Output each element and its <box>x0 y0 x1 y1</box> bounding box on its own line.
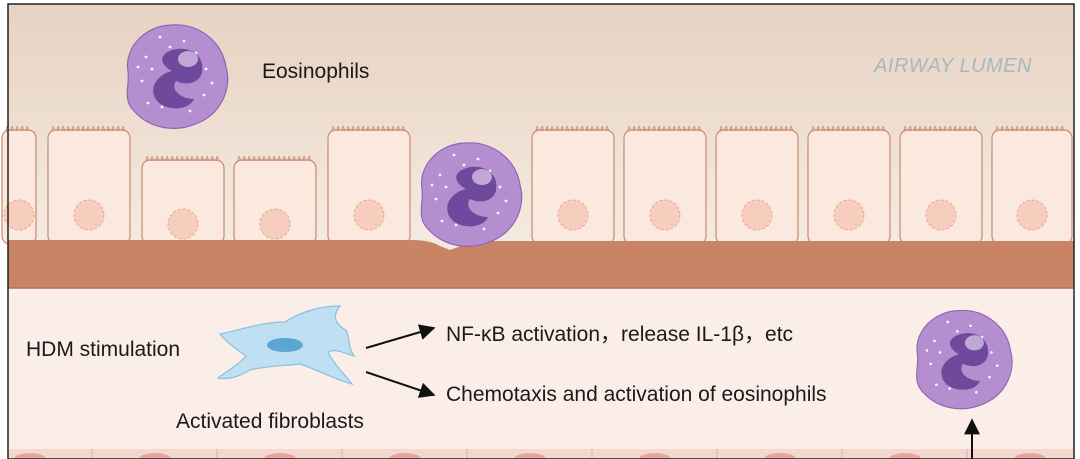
vessel-strip <box>8 449 1074 459</box>
chemotaxis-label: Chemotaxis and activation of eosinophils <box>446 383 827 406</box>
hdm-stimulation-label: HDM stimulation <box>26 338 181 361</box>
submucosa-region <box>8 288 1074 459</box>
epithelial-cell <box>623 126 707 245</box>
activated-fibroblast-icon <box>216 305 356 386</box>
epithelial-cell <box>47 126 131 245</box>
epithelial-cell <box>807 126 891 245</box>
epithelial-cell <box>233 156 317 245</box>
frame-border <box>7 3 1075 459</box>
epithelial-cell <box>327 126 411 245</box>
activated-fibroblasts-label: Activated fibroblasts <box>176 410 364 433</box>
airway-lumen-label: AIRWAY LUMEN <box>874 55 1032 77</box>
epithelial-cell <box>899 126 983 245</box>
basement-membrane <box>8 240 1074 288</box>
epithelial-layer <box>1 126 1073 245</box>
arrow-to-nfkb <box>365 324 436 349</box>
epithelial-cell <box>531 126 615 245</box>
eosinophil-migrating-icon <box>420 142 523 247</box>
epithelial-cell <box>1 126 37 245</box>
epithelial-cell <box>991 126 1073 245</box>
nfkb-activation-label: NF-κB activation，release IL-1β，etc <box>446 323 794 346</box>
epithelial-cell <box>141 156 225 245</box>
eosinophil-submucosa-icon <box>916 310 1013 410</box>
eosinophil-lumen-icon <box>126 24 229 129</box>
arrow-to-chemotaxis <box>365 371 436 398</box>
epithelial-cell <box>715 126 799 245</box>
eosinophils-label: Eosinophils <box>262 60 370 83</box>
